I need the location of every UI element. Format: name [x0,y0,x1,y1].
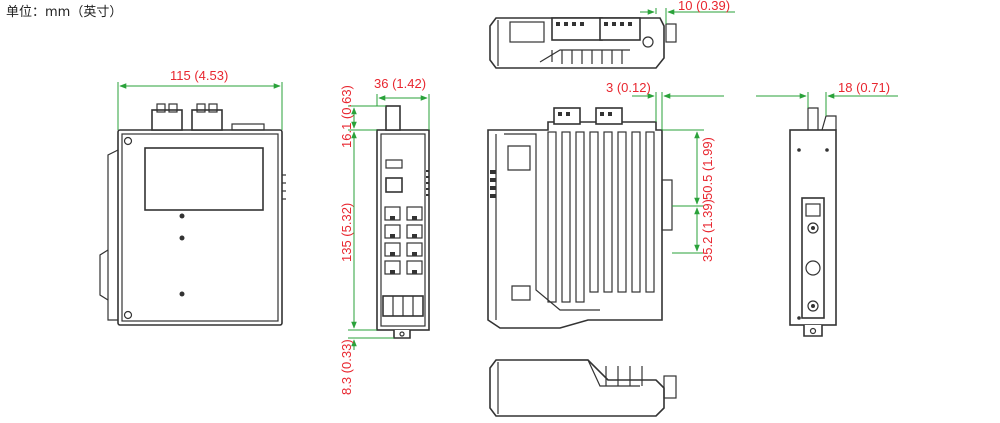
front-view: 115 (4.53) [99,68,286,326]
dim-side-height: 135 (5.32) [339,203,354,262]
dim-front-width: 115 (4.53) [170,68,228,83]
din-view: 18 (0.71) [756,80,898,337]
top-view: 10 (0.39) [489,0,735,69]
rear-view: 3 (0.12) 50.5 (1.99) 35.2 (1.39) [487,80,724,329]
unit-label: 单位：mm（英寸） [6,5,123,20]
dim-rear-top-offset: 3 (0.12) [606,80,651,95]
dim-rear-lower-span: 35.2 (1.39) [700,199,715,262]
dim-side-top-offset: 16.1 (0.63) [339,85,354,148]
dim-top-protrusion: 10 (0.39) [678,0,730,13]
bottom-view [489,359,677,417]
side-view: 36 (1.42) 16.1 (0.63) 135 (5.32) 8.3 (0.… [339,76,430,395]
dim-din-depth: 18 (0.71) [838,80,890,95]
dim-side-depth: 36 (1.42) [374,76,426,91]
dim-side-bottom-offset: 8.3 (0.33) [339,339,354,395]
dim-rear-upper-span: 50.5 (1.99) [700,137,715,200]
